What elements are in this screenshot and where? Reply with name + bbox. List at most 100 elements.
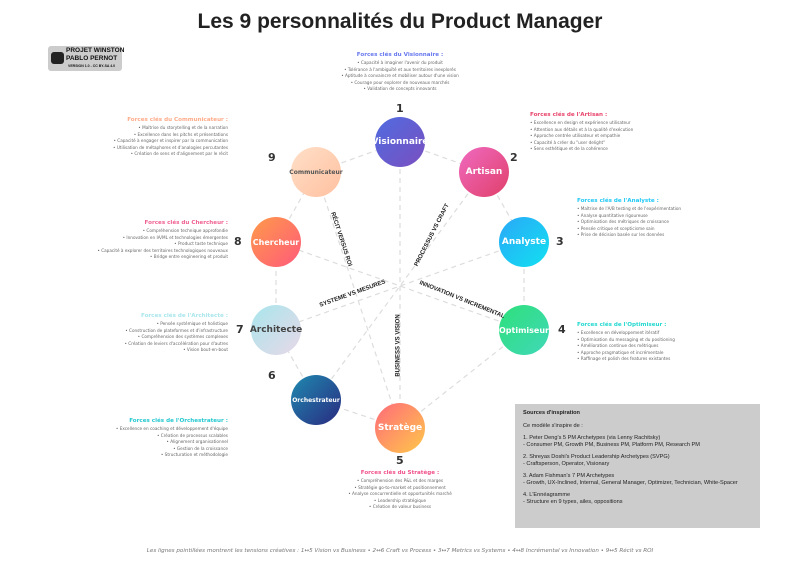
strength-item: • Stratégie go-to-market et positionneme… bbox=[354, 484, 446, 490]
strengths-block-analyste: Forces clés de l'Analyste : • Maîtrise de… bbox=[577, 198, 681, 239]
strengths-block-visionnaire: Forces clés du Visionnaire : • Capacité à… bbox=[340, 52, 460, 93]
source-title: 4. L'Ennéagramme bbox=[523, 492, 571, 498]
tension-label-business-vision: BUSINESS VS VISION bbox=[395, 314, 402, 377]
node-number: 1 bbox=[396, 102, 404, 115]
node-number: 4 bbox=[558, 323, 566, 336]
strengths-heading: Forces clés du Visionnaire : bbox=[356, 52, 444, 58]
strength-item: • Courage pour explorer de nouveaux marc… bbox=[350, 79, 450, 85]
strength-item: • Gestion de la croissance bbox=[173, 445, 228, 451]
strength-item: • Maîtrise du storytelling et de la narr… bbox=[138, 125, 228, 130]
node-number: 2 bbox=[510, 151, 518, 164]
strength-item: • Création de processus scalables bbox=[156, 432, 228, 438]
strength-item: • Compréhension des P&L et des marges bbox=[356, 478, 444, 483]
source-item: 3. Adam Fishman's 7 PM Archetypes- Growt… bbox=[523, 473, 752, 487]
node-analyste: Analyste bbox=[499, 217, 549, 267]
page-title: Les 9 personnalités du Product Manager bbox=[197, 10, 603, 33]
dashed-line bbox=[275, 241, 525, 331]
node-number: 8 bbox=[234, 235, 242, 248]
strength-item: • Leadership stratégique bbox=[373, 497, 427, 503]
source-title: 3. Adam Fishman's 7 PM Archetypes bbox=[523, 473, 615, 479]
strength-item: • Création de leviers d'accélération pou… bbox=[124, 340, 228, 346]
strength-item: • Excellence en design et expérience uti… bbox=[530, 120, 631, 125]
dashed-line bbox=[275, 241, 525, 331]
strength-item: • Vision bout-en-bout bbox=[183, 347, 228, 353]
strength-item: • Compréhension technique approfondie bbox=[142, 228, 228, 233]
node-number: 3 bbox=[556, 235, 564, 248]
source-title: 1. Peter Deng's 5 PM Archetypes (via Len… bbox=[523, 435, 661, 441]
strength-item: • Aptitude à convaincre et mobiliser aut… bbox=[341, 73, 459, 79]
strength-item: • Approche centrée utilisateur et empath… bbox=[530, 133, 621, 139]
strength-item: • Structuration et méthodologie bbox=[160, 452, 228, 458]
node-number: 9 bbox=[268, 151, 276, 164]
strengths-heading: Forces clés de l'Analyste : bbox=[577, 198, 659, 204]
source-item: 1. Peter Deng's 5 PM Archetypes (via Len… bbox=[523, 435, 752, 449]
strengths-heading: Forces clés de l'Orchestrateur : bbox=[129, 418, 228, 424]
strength-item: • Création de sens et d'alignement par l… bbox=[130, 151, 228, 157]
source-detail: - Consumer PM, Growth PM, Business PM, P… bbox=[523, 442, 700, 448]
strength-item: • Pensée critique et scepticisme sain bbox=[577, 225, 655, 231]
source-title: 2. Shreyas Doshi's Product Leadership Ar… bbox=[523, 454, 670, 460]
strength-item: • Analyse concurrentielle et opportunité… bbox=[348, 491, 452, 497]
strength-item: • Capacité à imaginer l'avenir du produi… bbox=[357, 60, 443, 65]
strength-item: • Bridge entre engineering et produit bbox=[149, 254, 228, 260]
strengths-heading: Forces clés du Communicateur : bbox=[127, 117, 228, 123]
strengths-heading: Forces clés de l'Architecte : bbox=[140, 313, 228, 319]
sources-panel: Sources d'inspiration Ce modèle s'inspir… bbox=[515, 404, 760, 528]
node-stratege: Stratège bbox=[375, 403, 425, 453]
strength-item: • Construction de plateformes et d'infra… bbox=[125, 327, 228, 333]
strengths-block-stratege: Forces clés du Stratège : • Compréhension… bbox=[340, 470, 460, 511]
logo-line1: PROJET WINSTON bbox=[66, 47, 125, 54]
strength-item: • Raffinage et polish des features exist… bbox=[577, 356, 671, 362]
logo-line2: PABLO PERNOT bbox=[66, 55, 118, 62]
sources-heading: Sources d'inspiration bbox=[523, 410, 580, 416]
strength-item: • Maîtrise de l'A/B testing et de l'expé… bbox=[577, 206, 682, 211]
strength-item: • Capacité à engager et inspirer par la … bbox=[113, 138, 228, 144]
strength-item: • Utilisation de métaphores et d'analogi… bbox=[113, 144, 228, 150]
source-item: 2. Shreyas Doshi's Product Leadership Ar… bbox=[523, 454, 752, 468]
strengths-heading: Forces clés de l'Artisan : bbox=[530, 112, 608, 118]
node-architecte: Architecte bbox=[250, 305, 302, 355]
strength-item: • Product taste technique bbox=[174, 241, 228, 247]
node-chercheur: Chercheur bbox=[251, 217, 301, 267]
logo-mark-icon bbox=[51, 52, 64, 64]
strength-item: • Prise de décision basée sur les donnée… bbox=[577, 232, 665, 238]
strengths-block-communicateur: Forces clés du Communicateur : • Maîtrise… bbox=[113, 117, 228, 158]
strength-item: • Alignement organisationnel bbox=[166, 439, 228, 445]
strength-item: • Optimisation du messaging et du positi… bbox=[577, 336, 675, 342]
strength-item: • Capacité à explorer des territoires te… bbox=[97, 247, 228, 253]
strength-item: • Excellence en coaching et développemen… bbox=[115, 426, 228, 431]
strength-item: • Tolérance à l'ambiguïté et aux territo… bbox=[344, 66, 456, 72]
strengths-heading: Forces clés du Chercheur : bbox=[144, 220, 228, 226]
node-optimiseur: Optimiseur bbox=[499, 305, 549, 355]
strengths-heading: Forces clés de l'Optimiseur : bbox=[577, 322, 667, 328]
strengths-heading: Forces clés du Stratège : bbox=[360, 470, 440, 476]
footer-note: Les lignes pointillées montrent les tens… bbox=[146, 548, 654, 554]
strengths-block-orchestrateur: Forces clés de l'Orchestrateur : • Excell… bbox=[116, 418, 228, 459]
strength-item: • Optimisation des métriques de croissan… bbox=[577, 219, 669, 225]
strengths-block-optimiseur: Forces clés de l'Optimiseur : • Excellenc… bbox=[577, 322, 675, 363]
source-detail: - Structure en 9 types, ailes, oppositio… bbox=[523, 499, 623, 505]
strength-item: • Excellence en développement itératif bbox=[577, 330, 660, 335]
logo: PROJET WINSTON PABLO PERNOT VERSION 1.0 … bbox=[48, 46, 125, 71]
node-communicateur: Communicateur bbox=[289, 147, 343, 197]
node-orchestrateur: Orchestrateur bbox=[291, 375, 341, 425]
node-number: 7 bbox=[236, 323, 244, 336]
strength-item: • Pensée systémique et holistique bbox=[156, 321, 228, 326]
strength-item: • Compréhension des systèmes complexes bbox=[137, 334, 228, 340]
strength-item: • Capacité à créer du "user delight" bbox=[530, 139, 606, 145]
node-number: 5 bbox=[396, 454, 404, 467]
source-detail: - Craftsperson, Operator, Visionary bbox=[523, 461, 610, 467]
strengths-block-chercheur: Forces clés du Chercheur : • Compréhensio… bbox=[97, 220, 228, 261]
strength-item: • Création de valeur business bbox=[368, 504, 432, 510]
strength-item: • Analyse quantitative rigoureuse bbox=[577, 212, 648, 218]
node-visionnaire: Visionnaire bbox=[371, 117, 429, 167]
strength-item: • Amélioration continue des métriques bbox=[577, 343, 659, 349]
source-detail: - Growth, UX-Inclined, Internal, General… bbox=[523, 480, 738, 486]
strength-item: • Approche pragmatique et incrémentale bbox=[577, 349, 664, 355]
strength-item: • Sens esthétique et de la cohérence bbox=[530, 146, 608, 152]
node-artisan: Artisan bbox=[459, 147, 509, 197]
strength-item: • Attention aux détails et à la qualité … bbox=[530, 126, 634, 132]
dashed-line bbox=[315, 171, 485, 401]
strength-item: • Validation de concepts innovants bbox=[363, 86, 437, 92]
